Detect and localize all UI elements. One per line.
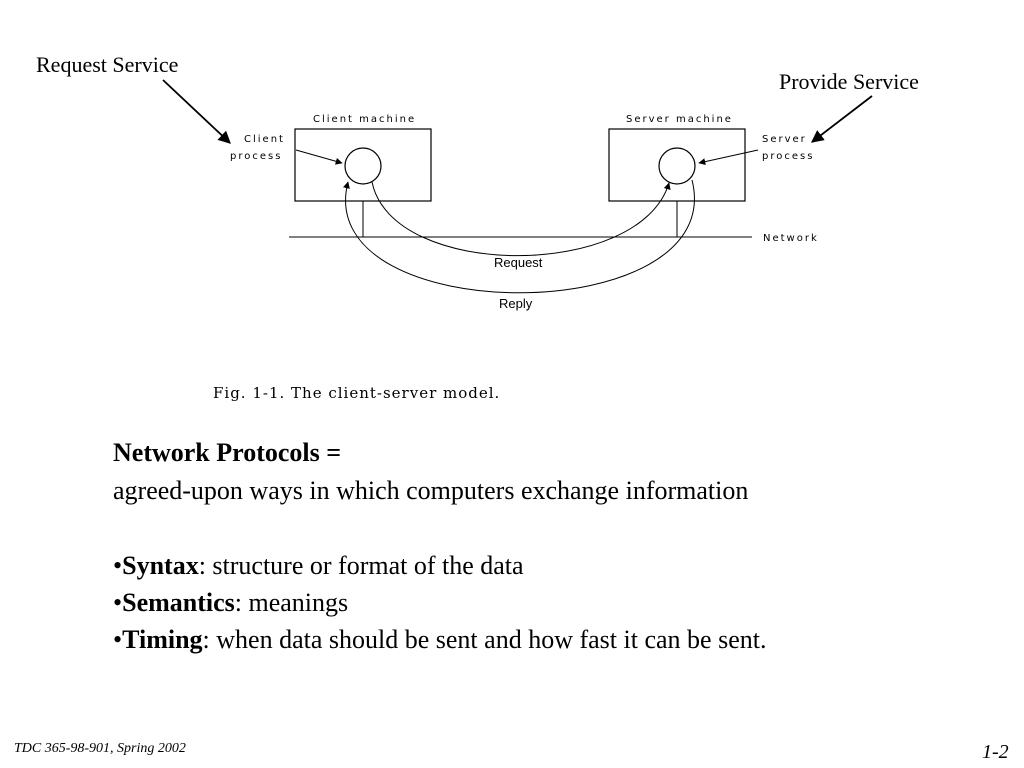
provide-service-arrow bbox=[811, 95, 873, 143]
client-process-label-1: Client bbox=[244, 134, 285, 145]
reply-label: Reply bbox=[499, 296, 533, 311]
request-service-label: Request Service bbox=[36, 52, 179, 77]
bullet-desc: : structure or format of the data bbox=[198, 551, 524, 580]
figure-caption: Fig. 1-1. The client-server model. bbox=[213, 384, 501, 402]
network-label: Network bbox=[763, 233, 819, 244]
server-process-label-2: process bbox=[762, 151, 814, 162]
client-process-circle bbox=[344, 147, 382, 185]
bullet-timing: •Timing: when data should be sent and ho… bbox=[113, 627, 766, 653]
bullet-marker: • bbox=[113, 551, 123, 580]
bullet-desc: : when data should be sent and how fast … bbox=[202, 625, 767, 654]
provide-service-label: Provide Service bbox=[779, 69, 919, 94]
bullet-term: Syntax bbox=[122, 551, 199, 580]
bullet-semantics: •Semantics: meanings bbox=[113, 590, 348, 616]
client-machine-label: Client machine bbox=[313, 114, 416, 125]
definition: agreed-upon ways in which computers exch… bbox=[113, 476, 749, 505]
heading: Network Protocols = bbox=[113, 438, 342, 467]
request-arrow bbox=[371, 181, 671, 257]
bullet-desc: : meanings bbox=[234, 588, 349, 617]
footer-course: TDC 365-98-901, Spring 2002 bbox=[14, 741, 186, 756]
server-machine-label: Server machine bbox=[626, 114, 733, 125]
request-label: Request bbox=[494, 255, 543, 270]
bullet-term: Semantics bbox=[122, 588, 235, 617]
bullet-marker: • bbox=[113, 588, 123, 617]
bullet-marker: • bbox=[113, 625, 123, 654]
server-process-label-1: Server bbox=[762, 134, 807, 145]
reply-arrow bbox=[343, 179, 695, 294]
page-number: 1-2 bbox=[982, 741, 1009, 763]
server-process-circle bbox=[658, 147, 696, 185]
request-service-arrow bbox=[162, 79, 231, 144]
client-process-pointer bbox=[295, 149, 343, 165]
server-process-pointer bbox=[698, 149, 759, 166]
bullet-term: Timing bbox=[122, 625, 203, 654]
bullet-syntax: •Syntax: structure or format of the data bbox=[113, 553, 524, 579]
client-process-label-2: process bbox=[230, 151, 282, 162]
